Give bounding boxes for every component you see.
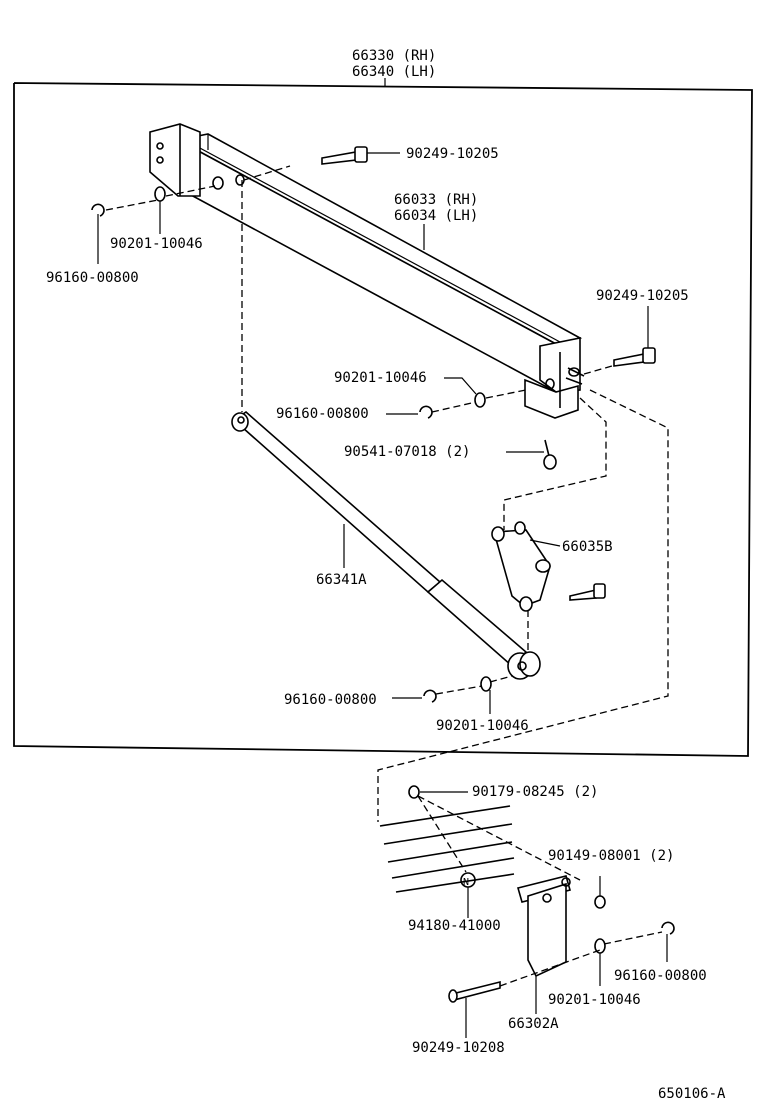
body-panel bbox=[379, 805, 515, 893]
assembly-label-rh: 66330 (RH) bbox=[352, 48, 436, 64]
label-clip-mid: 96160-00800 bbox=[276, 406, 369, 422]
label-bracket: 66035B bbox=[562, 539, 613, 555]
label-bolt-top: 90249-10205 bbox=[406, 146, 499, 162]
dashed-leaders bbox=[105, 165, 669, 987]
bolt-right bbox=[613, 306, 656, 367]
nut-rivet bbox=[408, 785, 468, 799]
bolt-bottom bbox=[448, 980, 501, 1038]
label-washer-mid: 90201-10046 bbox=[334, 370, 427, 386]
label-clip-low: 96160-00800 bbox=[284, 692, 377, 708]
washer-left bbox=[154, 186, 166, 234]
label-clip-left: 96160-00800 bbox=[46, 270, 139, 286]
main-tube bbox=[149, 123, 585, 419]
label-bolt-bottom: 90249-10208 bbox=[412, 1040, 505, 1056]
clip-bottom bbox=[661, 921, 675, 962]
washer-low bbox=[480, 676, 492, 714]
bracket-66035b bbox=[491, 521, 561, 612]
clip-low bbox=[392, 689, 437, 703]
svg-text:N: N bbox=[463, 877, 469, 888]
clip-left bbox=[91, 203, 105, 264]
washer-bottom bbox=[594, 938, 606, 986]
label-screw: 90149-08001 (2) bbox=[548, 848, 674, 864]
label-washer-bottom: 90201-10046 bbox=[548, 992, 641, 1008]
label-tube-lh: 66034 (LH) bbox=[394, 208, 478, 224]
stud-mid bbox=[506, 439, 557, 470]
figure-id: 650106-A bbox=[658, 1086, 726, 1102]
gas-strut bbox=[231, 410, 541, 680]
bolt-top bbox=[321, 146, 400, 165]
label-clip-bottom: 96160-00800 bbox=[614, 968, 707, 984]
label-nut-rivet: 90179-08245 (2) bbox=[472, 784, 598, 800]
hinge-66302a bbox=[517, 875, 571, 1014]
assembly-label-lh: 66340 (LH) bbox=[352, 64, 436, 80]
assembly-frame bbox=[13, 78, 753, 757]
label-hinge: 66302A bbox=[508, 1016, 559, 1032]
label-strut: 66341A bbox=[316, 572, 367, 588]
label-stud-mid: 90541-07018 (2) bbox=[344, 444, 470, 460]
clip-mid bbox=[386, 405, 433, 419]
bolt-bracket bbox=[569, 583, 606, 601]
label-bolt-right: 90249-10205 bbox=[596, 288, 689, 304]
label-washer-low: 90201-10046 bbox=[436, 718, 529, 734]
screw-90149 bbox=[594, 876, 606, 909]
washer-mid bbox=[444, 377, 486, 408]
label-nut-n: 94180-41000 bbox=[408, 918, 501, 934]
label-washer-left: 90201-10046 bbox=[110, 236, 203, 252]
label-tube-rh: 66033 (RH) bbox=[394, 192, 478, 208]
